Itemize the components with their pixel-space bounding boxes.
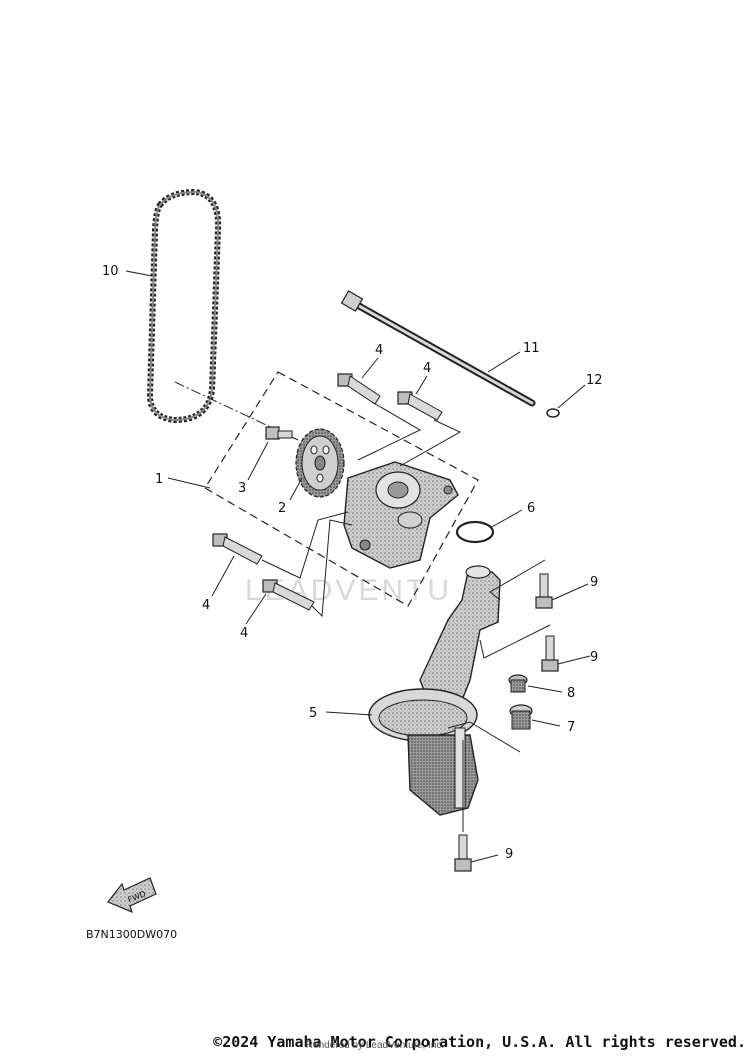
bolt-9-lower: [454, 834, 472, 872]
callout-7: 7: [567, 720, 575, 735]
circlip: [546, 408, 560, 418]
bolt-4-bottom-right: [262, 579, 315, 611]
bolt-3: [265, 426, 293, 440]
rendered-by: Rendered by LeadVenture, Inc.: [305, 1040, 445, 1051]
callout-4-top-right: 4: [423, 361, 431, 376]
o-ring: [455, 520, 495, 544]
callout-9-upper: 9: [590, 575, 598, 590]
oil-pump-assembly-outline: [204, 371, 479, 607]
copyright-text: ©2024 Yamaha Motor Corporation, U.S.A. A…: [213, 1033, 746, 1051]
bolt-9-upper: [535, 573, 553, 609]
callout-9-middle: 9: [590, 650, 598, 665]
bolt-9-middle: [541, 635, 559, 672]
callout-5: 5: [309, 706, 317, 721]
plug-7: [509, 704, 533, 730]
callout-4-bottom-right: 4: [240, 626, 248, 641]
callout-12: 12: [586, 373, 603, 388]
oil-pump-body: [343, 461, 459, 569]
callout-8: 8: [567, 686, 575, 701]
bolt-4-top-left: [337, 373, 381, 405]
bolt-4-bottom-left: [212, 533, 263, 565]
plug-8: [508, 674, 528, 693]
callout-11: 11: [523, 341, 540, 356]
pump-sprocket: [295, 428, 345, 498]
diagram-code: B7N1300DW070: [86, 928, 177, 941]
leader-lines: [125, 270, 591, 863]
callout-9-lower: 9: [505, 847, 513, 862]
callout-4-bottom-left: 4: [202, 598, 210, 613]
cam-chain: [146, 188, 222, 424]
fwd-arrow-icon: FWD: [107, 877, 157, 914]
callout-10: 10: [102, 264, 119, 279]
bolt-4-top-right: [397, 391, 443, 421]
callout-6: 6: [527, 501, 535, 516]
callout-1: 1: [155, 472, 163, 487]
callout-4-top-left: 4: [375, 343, 383, 358]
pump-shaft: [340, 290, 536, 407]
callout-3: 3: [238, 481, 246, 496]
oil-strainer: [368, 565, 501, 816]
copyright: ©2024 Yamaha Motor Corporation, U.S.A. A…: [0, 1033, 750, 1051]
callout-2: 2: [278, 501, 286, 516]
